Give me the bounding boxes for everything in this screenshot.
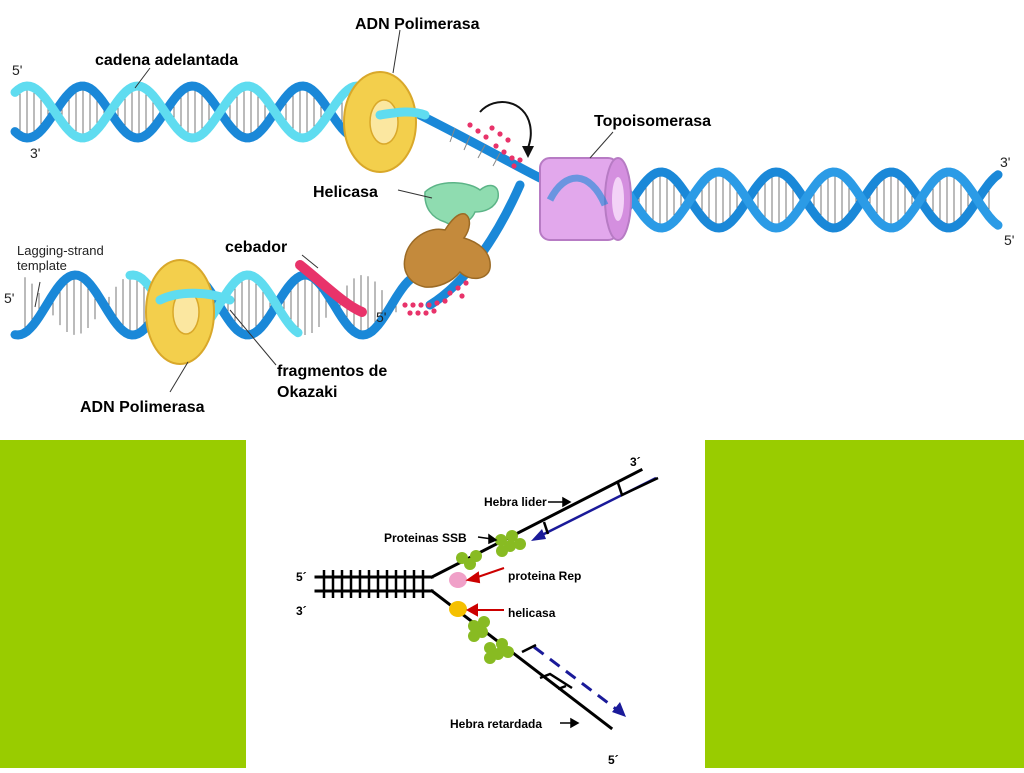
helicase-dot [449,601,467,617]
lagging-new-strand [533,645,621,714]
helicase [424,182,499,226]
label-leaders [34,29,614,393]
primer-segment [295,260,367,317]
polymerase-lower [145,259,235,365]
side-panel-right [705,440,1024,768]
fork-schematic: Hebra lider Proteinas SSB proteina Rep h… [246,440,705,768]
rotation-arrowhead [522,146,534,158]
replication-fork-illustration: ADN Polimerasa cadena adelantada Topoiso… [4,16,1014,416]
end-top-3: 3´ [630,455,641,469]
ssb-cluster-lower [468,616,514,664]
topoisomerase [539,157,632,241]
end-bottom-left-5: 5' [4,290,14,306]
lagging-arrowhead [612,702,626,717]
label-lagging-template-2: template [17,258,67,273]
label-cebador: cebador [225,239,287,256]
end-top-left-5: 5' [12,62,22,78]
polymerase-upper [343,71,430,173]
label-adn-polimerasa-bottom: ADN Polimerasa [80,399,205,416]
label-hebra-retardada: Hebra retardada [450,717,542,731]
side-panel-left [0,440,246,768]
end-right-3: 3' [1000,154,1010,170]
label-lagging-template-1: Lagging-strand [17,243,104,258]
primase [403,213,491,288]
upper-duplex [10,81,404,143]
label-topoisomerasa: Topoisomerasa [594,113,711,130]
leading-strand-new [10,81,365,143]
fork-strand-upper [415,110,545,183]
label-hebra-lider: Hebra lider [484,495,547,509]
label-fragmentos-2: Okazaki [277,384,337,401]
ssb-cluster-upper [456,530,526,570]
label-adn-polimerasa-top: ADN Polimerasa [355,16,480,33]
rep-protein [449,572,467,588]
label-fragmentos-1: fragmentos de [277,363,387,380]
end-primer-5: 5' [376,309,386,325]
end-left-5: 5´ [296,570,307,584]
label-helicasa-inset: helicasa [508,606,556,620]
lower-duplex [10,260,425,340]
label-proteinas-ssb: Proteinas SSB [384,531,467,545]
rotation-arrow [479,101,532,149]
upper-strand-back [10,81,404,143]
fork-rungs [449,127,501,167]
end-left-3: 3´ [296,604,307,618]
leading-arrowhead [531,529,546,541]
duplex-rungs [322,570,425,598]
label-helicasa: Helicasa [313,184,378,201]
end-right-5: 5' [1004,232,1014,248]
end-bottom-5: 5´ [608,753,619,767]
label-cadena-adelantada: cadena adelantada [95,52,238,69]
fork-schematic-svg: Hebra lider Proteinas SSB proteina Rep h… [296,455,659,767]
ssb-dots-upper [467,122,523,169]
ssb-dots-lower [402,273,475,316]
label-proteina-rep: proteina Rep [508,569,581,583]
end-top-left-3: 3' [30,145,40,161]
